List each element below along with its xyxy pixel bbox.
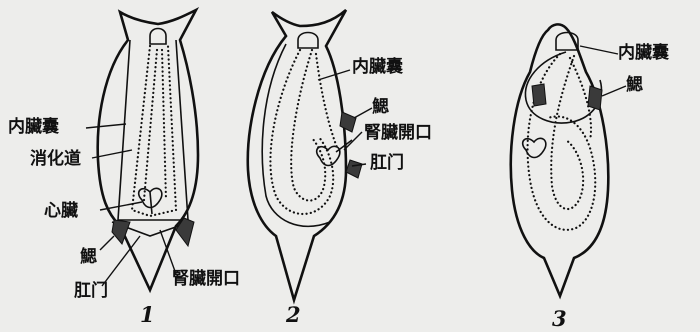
figure-2-gut-inner bbox=[291, 50, 325, 201]
figure-2-label-visceral-sac: 内臟囊 bbox=[352, 56, 403, 77]
figure-2-leader-kidney bbox=[344, 132, 362, 150]
figure-1-number: 1 bbox=[140, 302, 155, 327]
figure-1: 内臟囊 消化道 心臟 鰓 肛门 腎臟開口 1 bbox=[8, 10, 240, 327]
figure-3-leader-gill bbox=[602, 86, 626, 96]
figure-3-number: 3 bbox=[552, 306, 567, 331]
figure-3-gut-core bbox=[570, 58, 591, 140]
figure-2-gill bbox=[340, 112, 356, 132]
figure-1-leader-kidney bbox=[160, 230, 176, 274]
figure-1-leader-gill bbox=[100, 236, 114, 250]
figure-1-label-digestive-tract: 消化道 bbox=[30, 148, 81, 169]
figure-2-label-anus: 肛门 bbox=[370, 152, 404, 173]
figure-2: 内臟囊 鰓 腎臟開口 肛门 2 bbox=[248, 10, 432, 327]
figure-3-gill-left bbox=[532, 84, 546, 106]
figure-2-kidney-mark bbox=[346, 160, 362, 178]
figure-3-gut-outer bbox=[528, 54, 596, 230]
figure-3-label-visceral-sac: 内臟囊 bbox=[618, 42, 669, 63]
figure-1-label-kidney-opening: 腎臟開口 bbox=[172, 268, 240, 289]
figure-3: 内臟囊 鰓 3 bbox=[511, 24, 669, 331]
figure-3-heart bbox=[523, 138, 546, 157]
figure-1-leader-visceral-sac bbox=[86, 124, 126, 128]
figure-2-number: 2 bbox=[285, 302, 301, 327]
figure-1-label-anus: 肛门 bbox=[74, 280, 108, 301]
figure-3-leader-visceral-sac bbox=[580, 46, 618, 54]
figure-2-leader-gill bbox=[354, 108, 372, 118]
figure-2-label-kidney-opening: 腎臟開口 bbox=[364, 122, 432, 143]
figure-1-siphon bbox=[150, 29, 166, 45]
figure-2-siphon bbox=[298, 33, 318, 49]
figure-1-label-gill: 鰓 bbox=[80, 246, 97, 267]
figure-1-label-visceral-sac: 内臟囊 bbox=[8, 116, 59, 137]
figure-3-label-gill: 鰓 bbox=[626, 74, 643, 95]
figure-3-gill-right bbox=[588, 86, 602, 110]
figure-1-digestive-loop bbox=[132, 46, 176, 216]
figure-3-gut-inner bbox=[551, 56, 583, 209]
figure-2-label-gill: 鰓 bbox=[372, 96, 389, 117]
figure-1-heart bbox=[139, 188, 162, 214]
figure-1-label-heart: 心臟 bbox=[44, 200, 78, 221]
figure-1-inner-tunic bbox=[118, 40, 188, 220]
